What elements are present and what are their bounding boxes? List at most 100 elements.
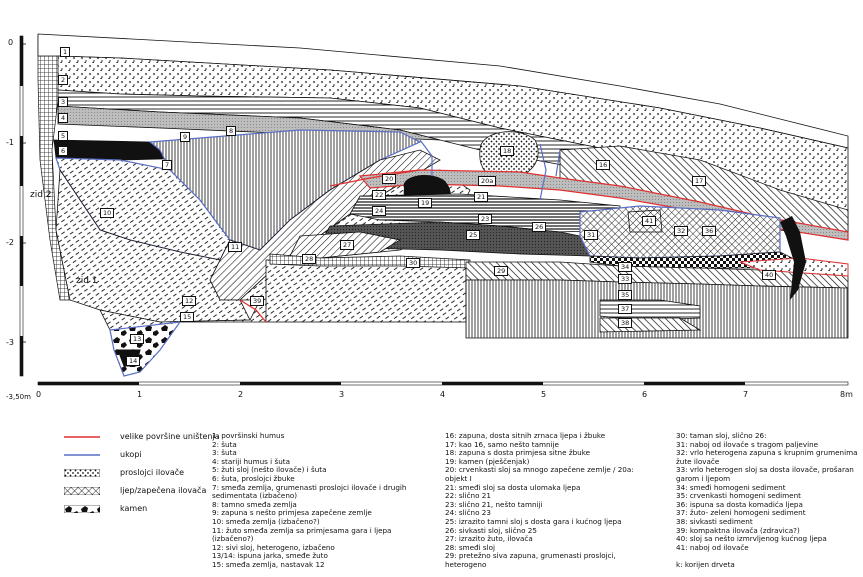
layer-number-37: 37 [618, 304, 633, 314]
destruction-line [239, 299, 267, 323]
layer-number-2: 2 [58, 75, 69, 85]
y-tick-label-0: 0 [8, 38, 14, 47]
description-line: sedimentata (izbačeno) [212, 491, 298, 501]
layer-number-23: 23 [478, 214, 493, 224]
legend-label: velike površine uništenja [120, 432, 220, 441]
description-line: 33: vrlo heterogen sloj sa dosta ilovače… [676, 465, 854, 475]
layer-number-31: 31 [584, 230, 599, 240]
layer-number-34: 34 [618, 262, 633, 272]
description-line: 36: ispuna sa dosta komadića ljepa [676, 499, 803, 509]
legend-label: proslojci ilovače [120, 468, 185, 477]
description-line: heterogeno [445, 559, 487, 569]
layer-number-24: 24 [372, 206, 387, 216]
legend-swatch-dots [64, 469, 100, 477]
description-line: 15: smeđa zemlja, nastavak 12 [212, 559, 325, 569]
layer-number-22: 22 [372, 190, 387, 200]
vertical-scale-bar [19, 35, 24, 377]
layer-number-6: 6 [58, 146, 69, 156]
layer-number-27: 27 [340, 240, 355, 250]
layer-number-11: 11 [228, 242, 243, 252]
description-line: 41: naboj od ilovače [676, 542, 749, 552]
layer-number-10: 10 [100, 208, 115, 218]
description-line: žute ilovače [676, 456, 720, 466]
description-line: 11: žuto smeđa zemlja sa primjesama gara… [212, 525, 392, 535]
description-line: 1: površinski humus [212, 431, 285, 440]
layer-number-39: 39 [250, 296, 265, 306]
layer-number-21: 21 [474, 192, 489, 202]
layer-number-32: 32 [674, 226, 689, 236]
descriptions-column-2: 16: zapuna, dosta sitnih zrnaca ljepa i … [445, 431, 634, 570]
layer-number-25: 25 [466, 230, 481, 240]
wall-label-zid-1: zid 1 [76, 276, 98, 286]
description-line: 21: smeđi sloj sa dosta ulomaka ljepa [445, 482, 581, 492]
layer-number-41: 41 [642, 216, 657, 226]
layer-number-3: 3 [58, 97, 69, 107]
x-tick-label-6: 6 [642, 390, 648, 399]
layer-number-26: 26 [532, 222, 547, 232]
legend-swatch-stones [64, 505, 100, 513]
layer-39 [265, 259, 467, 323]
description-line: 8: tamno smeđa zemlja [212, 499, 297, 509]
legend-label: kamen [120, 504, 148, 513]
description-line: 26: sivkasti sloj, slično 25 [445, 525, 537, 535]
layer-number-9: 9 [180, 132, 191, 142]
layer-number-29: 29 [494, 266, 509, 276]
note-tree-root: k: korijen drveta [676, 560, 735, 569]
description-line: 25: izrazito tamni sloj s dosta gara i k… [445, 516, 622, 526]
layer-number-5: 5 [58, 131, 69, 141]
layer-number-20: 20 [382, 174, 397, 184]
x-tick-label-0: 0 [36, 390, 42, 399]
x-tick-label-8: 8m [840, 390, 853, 399]
layer-number-8: 8 [226, 126, 237, 136]
description-line: (izbačeno?) [212, 534, 254, 544]
layer-number-30: 30 [406, 258, 421, 268]
x-tick-label-1: 1 [137, 390, 143, 399]
layer-number-12: 12 [182, 296, 197, 306]
layer-number-14: 14 [126, 356, 141, 366]
description-line: 30: taman sloj, slično 26: [676, 431, 767, 440]
layer-number-33: 33 [618, 274, 633, 284]
y-tick-marks [20, 43, 26, 343]
layer-number-16: 16 [596, 160, 611, 170]
description-line: 27: izrazito žuto, ilovača [445, 534, 533, 544]
x-tick-label-4: 4 [440, 390, 446, 399]
description-line: 6: šuta, proslojci žbuke [212, 473, 295, 483]
description-line: 4: stariji humus i šuta [212, 456, 290, 466]
description-line: 16: zapuna, dosta sitnih zrnaca ljepa i … [445, 431, 606, 440]
description-line: 23: slično 21, nešto tamniji [445, 499, 543, 509]
y-tick-label-2: -2 [6, 238, 14, 247]
x-tick-label-7: 7 [743, 390, 749, 399]
description-line: 22: slično 21 [445, 491, 491, 501]
wall-label-zid-2: zid 2 [30, 190, 52, 200]
layer-number-4: 4 [58, 113, 69, 123]
description-line: 18: zapuna s dosta primjesa sitne žbuke [445, 448, 591, 458]
layer-20 [358, 169, 849, 241]
description-line: 38: sivkasti sediment [676, 516, 753, 526]
y-tick-label-1: -1 [6, 138, 14, 147]
layer-number-28: 28 [302, 254, 317, 264]
description-line: objekt I [445, 473, 472, 483]
description-line: 13/14: ispuna jarka, smeđe žuto [212, 551, 328, 561]
layer-number-15: 15 [180, 312, 195, 322]
pit-outline [419, 139, 561, 201]
layer-number-1: 1 [60, 47, 71, 57]
tree-root [780, 216, 806, 300]
description-line: 39: kompaktna ilovača (zdravica?) [676, 525, 800, 535]
layer-number-36: 36 [702, 226, 717, 236]
x-tick-label-5: 5 [541, 390, 547, 399]
description-line: 35: crvenkasti homogeni sediment [676, 491, 801, 501]
x-tick-label-2: 2 [238, 390, 244, 399]
layer-number-38: 38 [618, 318, 633, 328]
description-line: 9: zapuna s nešto primjesa zapečene zeml… [212, 508, 372, 518]
horizontal-scale-bar [37, 381, 849, 386]
description-line: 32: vrlo heterogena zapuna s krupnim gru… [676, 448, 858, 458]
description-line: 5: žuti sloj (nešto ilovače) i šuta [212, 465, 327, 475]
x-tick-label-3: 3 [339, 390, 345, 399]
destruction-line-upper [329, 169, 421, 187]
layer-number-7: 7 [162, 160, 173, 170]
layer-number-13: 13 [130, 334, 145, 344]
description-line: garom i ljepom [676, 473, 731, 483]
description-line: 2: šuta [212, 439, 237, 449]
layer-13-pit [109, 321, 182, 377]
description-line: 19: kamen (pješčenjak) [445, 456, 530, 466]
